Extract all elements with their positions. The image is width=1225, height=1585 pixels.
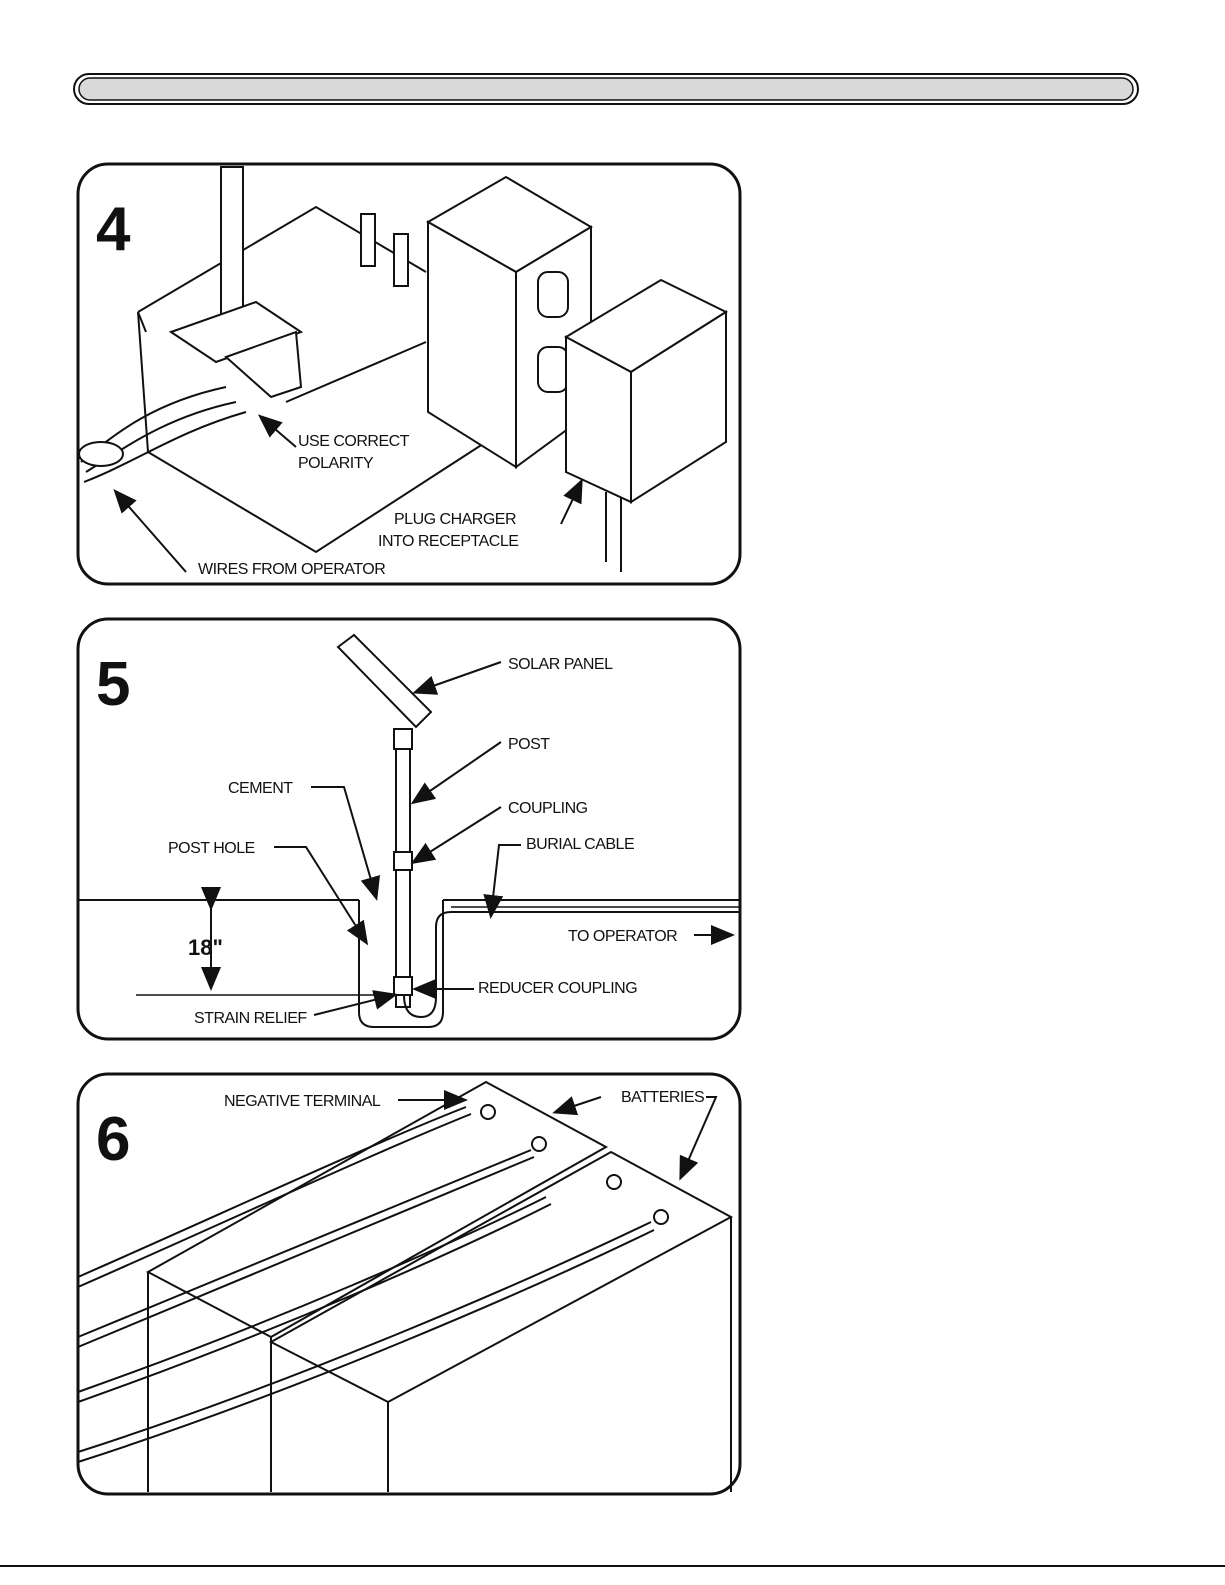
label-strain-relief: STRAIN RELIEF xyxy=(194,1010,307,1027)
label-reducer-coupling: REDUCER COUPLING xyxy=(478,980,637,997)
step-4-panel: 4 USE CORRECT POL xyxy=(76,162,742,586)
step-number: 4 xyxy=(96,195,131,264)
label-use-correct-line2: POLARITY xyxy=(298,455,374,472)
step-6-illustration: 6 NEGATIVE TERMINAL BATTERIES xyxy=(76,1072,742,1496)
bottom-rule xyxy=(0,1565,1225,1567)
label-coupling: COUPLING xyxy=(508,800,588,817)
step-number: 6 xyxy=(96,1105,130,1174)
label-post-hole: POST HOLE xyxy=(168,840,255,857)
label-depth: 18" xyxy=(188,935,223,960)
label-plug-charger-line1: PLUG CHARGER xyxy=(394,511,516,528)
label-batteries: BATTERIES xyxy=(621,1089,704,1106)
label-cement: CEMENT xyxy=(228,780,293,797)
step-4-illustration: 4 USE CORRECT POL xyxy=(76,162,742,586)
label-use-correct-line1: USE CORRECT xyxy=(298,433,410,450)
step-5-illustration: 5 SOLAR PANEL POST CEMENT COUPLING POST … xyxy=(76,617,742,1041)
step-6-panel: 6 NEGATIVE TERMINAL BATTERIES xyxy=(76,1072,742,1496)
step-5-panel: 5 SOLAR PANEL POST CEMENT COUPLING POST … xyxy=(76,617,742,1041)
label-post: POST xyxy=(508,736,550,753)
label-negative-terminal: NEGATIVE TERMINAL xyxy=(224,1093,381,1110)
label-solar-panel: SOLAR PANEL xyxy=(508,656,613,673)
label-to-operator: TO OPERATOR xyxy=(568,928,677,945)
step-number: 5 xyxy=(96,650,130,719)
label-burial-cable: BURIAL CABLE xyxy=(526,836,634,853)
label-plug-charger-line2: INTO RECEPTACLE xyxy=(378,533,518,550)
label-wires-from-operator: WIRES FROM OPERATOR xyxy=(198,561,385,578)
header-bar xyxy=(72,72,1140,106)
post xyxy=(394,729,412,1007)
